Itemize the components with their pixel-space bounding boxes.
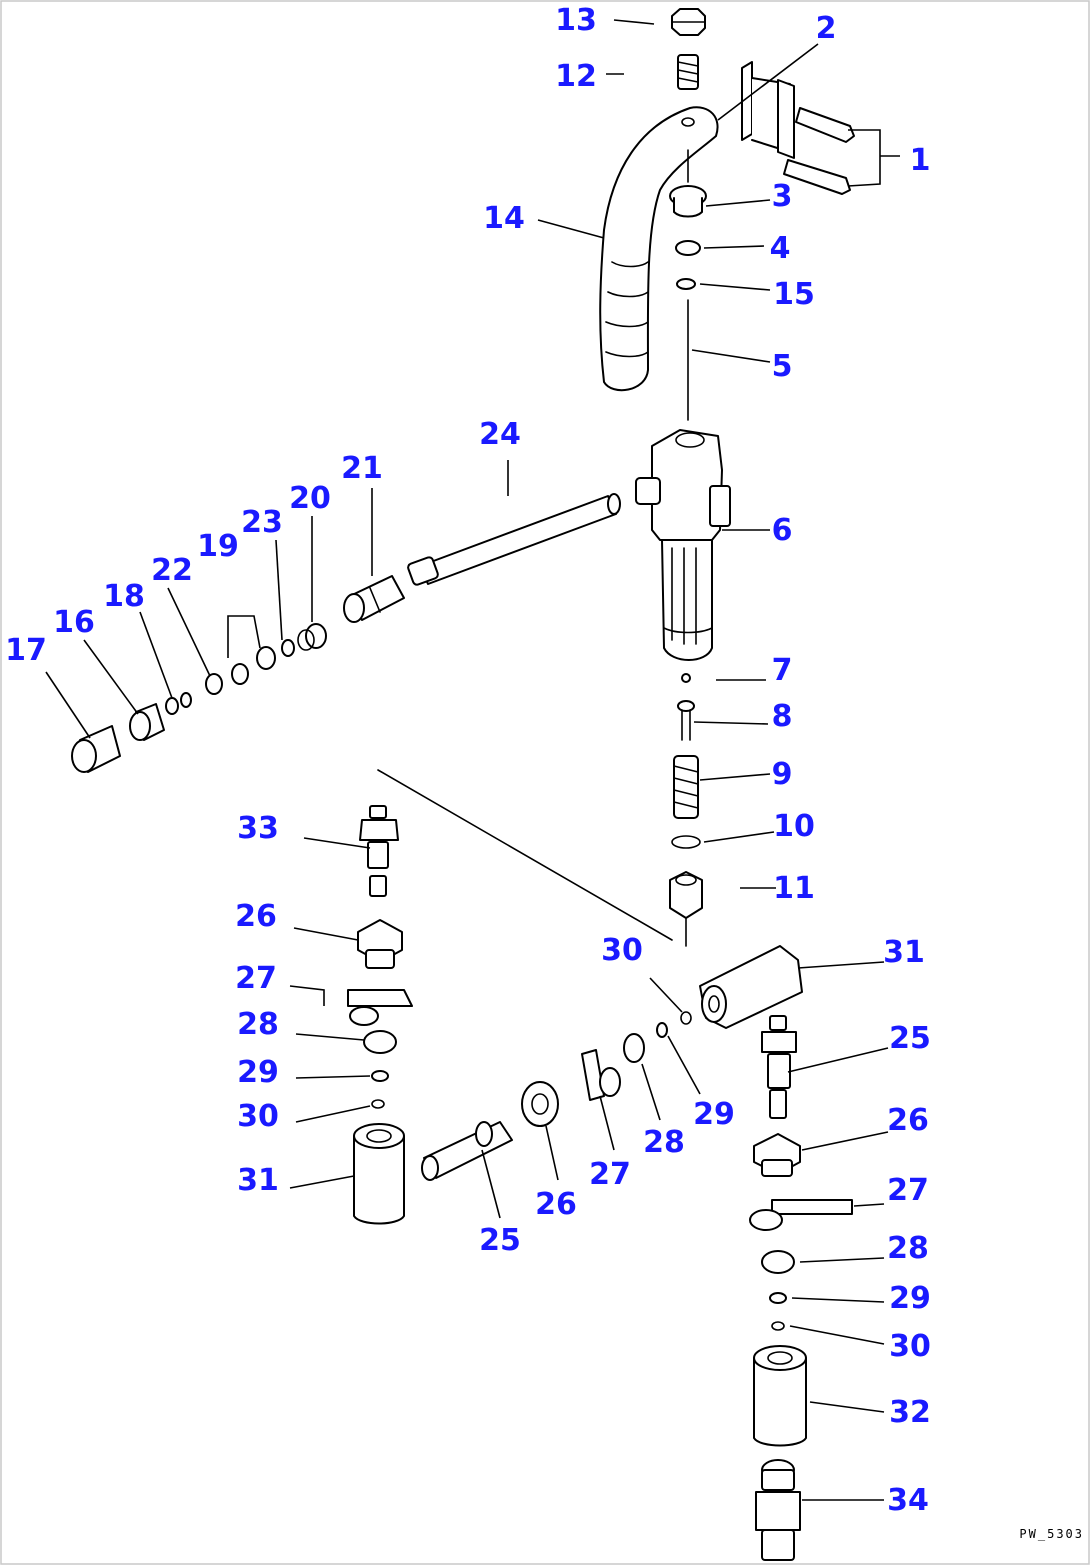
part-2-bracket	[741, 61, 795, 159]
part-30-o-ring-mid	[680, 1011, 692, 1025]
part-14-lever	[599, 106, 719, 391]
part-28-washer-left	[363, 1030, 397, 1054]
callout-6: 6	[772, 513, 793, 548]
callout-27-right: 27	[887, 1173, 929, 1208]
callout-23: 23	[241, 505, 283, 540]
part-20-spring	[297, 623, 327, 651]
callout-26-left: 26	[235, 899, 277, 934]
part-34-fitting	[755, 1459, 801, 1561]
callout-5: 5	[772, 349, 793, 384]
part-29-ring-mid	[656, 1022, 668, 1038]
part-16-cap	[129, 703, 165, 741]
callout-10: 10	[773, 809, 815, 844]
part-13-nut	[671, 8, 706, 36]
callout-13: 13	[555, 3, 597, 38]
part-25-fitting-mid	[421, 1121, 513, 1181]
callout-25-right: 25	[889, 1021, 931, 1056]
part-25-fitting-right	[761, 1015, 797, 1119]
part-28-washer-right	[761, 1250, 795, 1274]
part-26-nut-mid	[521, 1081, 559, 1127]
callout-7: 7	[772, 653, 793, 688]
callout-30-right: 30	[889, 1329, 931, 1364]
callout-29-left: 29	[237, 1055, 279, 1090]
callout-34: 34	[887, 1483, 929, 1518]
callout-28-mid: 28	[643, 1125, 685, 1160]
callout-2: 2	[816, 11, 837, 46]
part-21-fitting	[343, 575, 405, 623]
callout-30-left: 30	[237, 1099, 279, 1134]
callout-16: 16	[53, 605, 95, 640]
callout-33: 33	[237, 811, 279, 846]
part-31-block-right	[699, 945, 803, 1029]
part-28-washer-mid	[623, 1033, 645, 1063]
part-30-o-ring-right	[771, 1321, 785, 1331]
callout-27-left: 27	[235, 961, 277, 996]
callout-32: 32	[889, 1395, 931, 1430]
callout-28-right: 28	[887, 1231, 929, 1266]
callout-8: 8	[772, 699, 793, 734]
callout-29-right: 29	[889, 1281, 931, 1316]
drawing-code: PW_5303	[1019, 1527, 1084, 1541]
part-33-fitting	[359, 805, 399, 897]
callout-9: 9	[772, 757, 793, 792]
callout-19: 19	[197, 529, 239, 564]
callout-22: 22	[151, 553, 193, 588]
part-32-tube	[753, 1345, 807, 1447]
part-29-ring-right	[769, 1292, 787, 1304]
part-8-plunger	[677, 700, 695, 741]
callout-11: 11	[773, 871, 815, 906]
parts-artwork	[71, 8, 855, 1561]
callout-25-mid: 25	[479, 1223, 521, 1258]
part-12-spring	[677, 54, 699, 90]
callout-31-left: 31	[237, 1163, 279, 1198]
part-26-nut-right	[753, 1133, 801, 1177]
part-3-bushing	[669, 149, 707, 218]
part-18-pin	[165, 692, 192, 715]
part-27-clip-left	[347, 989, 413, 1026]
callout-27-mid: 27	[589, 1157, 631, 1192]
callout-18: 18	[103, 579, 145, 614]
callout-20: 20	[289, 481, 331, 516]
part-27-clip-mid	[581, 1049, 621, 1101]
callout-26-right: 26	[887, 1103, 929, 1138]
callout-labels: 13 12 2 1 3 4 15 14 5 24 21 20 23 19 22 …	[5, 3, 931, 1518]
callout-3: 3	[772, 179, 793, 214]
reference-line	[377, 769, 673, 941]
part-9-spring	[673, 755, 699, 819]
callout-31-right: 31	[883, 935, 925, 970]
part-15-clip	[676, 278, 696, 290]
part-27-clip-right	[749, 1199, 853, 1231]
part-10-o-ring	[671, 835, 701, 849]
callout-30-mid: 30	[601, 933, 643, 968]
part-30-o-ring-left	[371, 1099, 385, 1109]
callout-21: 21	[341, 451, 383, 486]
callout-29-mid: 29	[693, 1097, 735, 1132]
part-7-ball	[681, 673, 691, 683]
part-17-cap	[71, 725, 121, 773]
callout-24: 24	[479, 417, 521, 452]
part-19-parts	[231, 646, 276, 685]
leader-lines	[45, 19, 900, 1501]
part-11-plug	[669, 871, 703, 947]
callout-4: 4	[770, 231, 791, 266]
part-23-ring	[281, 639, 295, 657]
callout-17: 17	[5, 633, 47, 668]
part-4-washer	[675, 240, 701, 256]
callout-28-left: 28	[237, 1007, 279, 1042]
part-1-pins	[783, 107, 855, 195]
part-29-ring-left	[371, 1070, 389, 1082]
callout-26-mid: 26	[535, 1187, 577, 1222]
callout-14: 14	[483, 201, 525, 236]
callout-1: 1	[910, 143, 931, 178]
part-6-valve-body	[635, 429, 731, 661]
part-22-nut	[205, 673, 223, 695]
part-31-tube-left	[353, 1123, 405, 1225]
callout-12: 12	[555, 59, 597, 94]
callout-15: 15	[773, 277, 815, 312]
part-26-nut-left	[357, 919, 403, 969]
part-24-hose	[407, 493, 621, 586]
